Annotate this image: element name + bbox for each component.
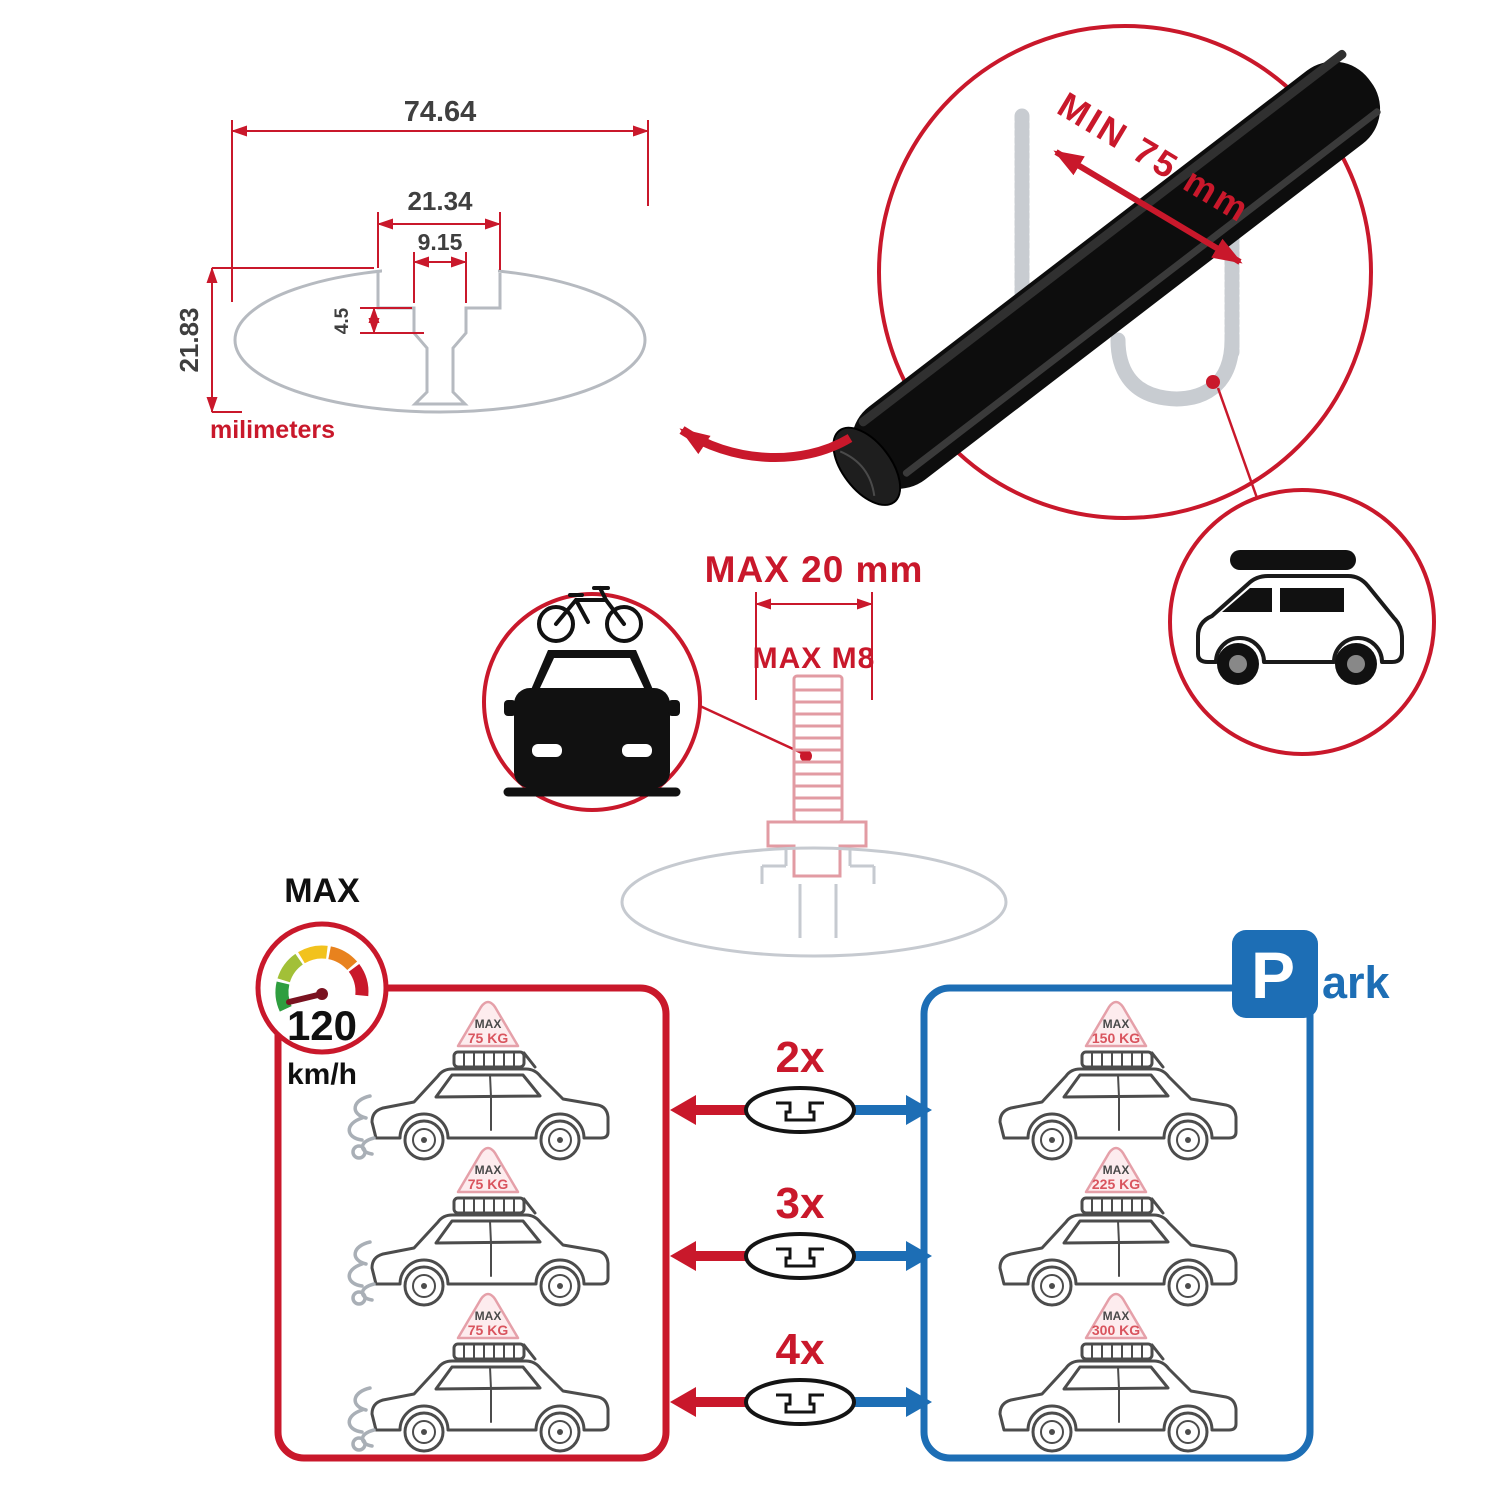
max-thread-label: MAX M8 — [753, 642, 876, 675]
bolt-leader-dot — [800, 750, 812, 762]
blue-arrow-right — [906, 1095, 932, 1125]
driving-car-row: MAX 75 KG — [347, 1146, 610, 1307]
badge-value-label: 300 KG — [1092, 1322, 1140, 1338]
driving-car-row: MAX 75 KG — [347, 1292, 610, 1453]
badge-value-label: 225 KG — [1092, 1176, 1140, 1192]
load-rules-section: MAX 120 km/h P ark MAX 75 KG MAX — [255, 872, 1391, 1462]
badge-max-label: MAX — [1103, 1309, 1130, 1323]
speed-gauge: MAX 120 km/h — [255, 872, 389, 1091]
dim-total-height-label: 21.83 — [174, 307, 204, 372]
max-length-label: MAX 20 mm — [705, 549, 924, 590]
callout-line — [1216, 387, 1259, 499]
magnifier-circle — [877, 24, 1373, 520]
t-bolt-drawing — [766, 674, 868, 878]
park-sign: P ark — [1232, 930, 1391, 1018]
car-bike-circle-icon — [482, 586, 702, 812]
park-sign-letter: P — [1251, 938, 1295, 1012]
badge-max-label: MAX — [475, 1017, 502, 1031]
park-sign-suffix: ark — [1322, 957, 1391, 1008]
bolt-leader-line — [699, 704, 805, 756]
badge-max-label: MAX — [475, 1163, 502, 1177]
tbolt-detail-section: MAX 20 mm MAX M8 — [482, 549, 1008, 958]
callout-dot — [1206, 375, 1220, 389]
parked-car-row: MAX 225 KG — [998, 1146, 1238, 1307]
dim-channel-width-label: 21.34 — [407, 186, 473, 216]
badge-max-label: MAX — [475, 1309, 502, 1323]
badge-value-label: 75 KG — [468, 1176, 509, 1192]
bar-count-row: 3x — [670, 1179, 932, 1280]
count-label: 3x — [776, 1179, 825, 1228]
bar-profile-oval-icon — [744, 1086, 856, 1134]
badge-max-label: MAX — [1103, 1163, 1130, 1177]
profile-ghost-drawing — [620, 846, 1008, 958]
cross-section-pointer-arrow — [679, 426, 853, 463]
dim-total-width-label: 74.64 — [404, 96, 477, 128]
units-label: milimeters — [210, 416, 335, 444]
bar-profile-oval-icon — [744, 1232, 856, 1280]
parked-car-row: MAX 300 KG — [998, 1292, 1238, 1453]
driving-car-row: MAX 75 KG — [347, 1000, 610, 1161]
bar-count-row: 2x — [670, 1033, 932, 1134]
red-arrow-left — [670, 1387, 696, 1417]
gauge-unit: km/h — [287, 1058, 357, 1091]
red-arrow-left — [670, 1241, 696, 1271]
gauge-value: 120 — [287, 1002, 357, 1049]
blue-arrow-right — [906, 1241, 932, 1271]
badge-value-label: 150 KG — [1092, 1030, 1140, 1046]
count-label: 4x — [776, 1325, 825, 1374]
count-label: 2x — [776, 1033, 825, 1082]
bar-profile-oval-icon — [744, 1378, 856, 1426]
dim-slot-width-label: 9.15 — [418, 229, 463, 255]
badge-value-label: 75 KG — [468, 1322, 509, 1338]
red-arrow-left — [670, 1095, 696, 1125]
bar-count-row: 4x — [670, 1325, 932, 1426]
badge-value-label: 75 KG — [468, 1030, 509, 1046]
badge-max-label: MAX — [1103, 1017, 1130, 1031]
profile-cross-section-diagram: 74.64 21.34 9.15 4.5 21.83 milimeters — [174, 96, 649, 444]
gauge-max-label: MAX — [284, 872, 360, 910]
dim-lip-depth-label: 4.5 — [332, 307, 353, 334]
parked-car-row: MAX 150 KG — [998, 1000, 1238, 1161]
blue-arrow-right — [906, 1387, 932, 1417]
suv-roofbox-circle-icon — [1168, 488, 1436, 756]
